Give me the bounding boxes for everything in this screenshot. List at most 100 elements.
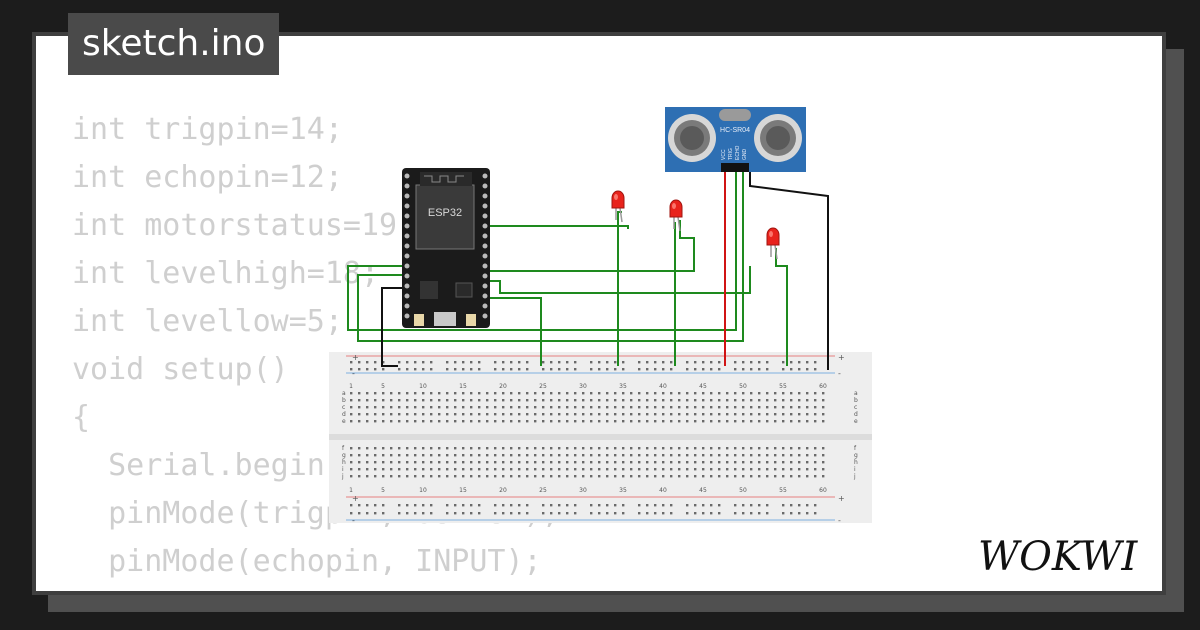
en-button	[466, 314, 476, 326]
rail-plus-label-bottom-left: +	[352, 494, 359, 503]
column-label: 30	[579, 487, 587, 494]
column-label: 20	[499, 487, 507, 494]
row-label: b	[342, 397, 346, 404]
code-line: int levelhigh=18;	[72, 256, 380, 291]
esp32-pin-right	[482, 213, 488, 219]
wire-esp-bb25	[483, 297, 542, 366]
row-label: j	[341, 473, 344, 480]
usb-chip	[455, 282, 473, 298]
esp32-pin-right	[482, 293, 488, 299]
code-line: int echopin=12;	[72, 160, 343, 195]
column-label: 40	[659, 487, 667, 494]
column-label: 25	[539, 487, 547, 494]
code-line: int motorstatus=19;	[72, 208, 416, 243]
sensor-header	[721, 163, 749, 172]
sensor-label: HC-SR04	[720, 127, 750, 134]
leds	[611, 190, 780, 260]
esp32-pin-left	[404, 193, 410, 199]
code-line: void setup()	[72, 352, 289, 387]
esp32-pin-left	[404, 293, 410, 299]
wire-echo	[357, 172, 744, 342]
esp32-pin-left	[404, 303, 410, 309]
esp32-pin-right	[482, 283, 488, 289]
esp32-pin-right	[482, 253, 488, 259]
rail-plus-label-bottom-right: +	[838, 494, 845, 503]
row-label: a	[342, 390, 346, 397]
column-label: 5	[381, 487, 385, 494]
row-label: g	[342, 452, 346, 459]
row-label: h	[854, 459, 858, 466]
esp32-pin-right	[482, 173, 488, 179]
rail-minus-label-bottom-right: -	[838, 516, 841, 525]
esp32-pin-left	[404, 253, 410, 259]
esp32-pin-left	[404, 223, 410, 229]
preview-card: int trigpin=14; int echopin=12; int motors…	[32, 32, 1166, 595]
column-label: 35	[619, 383, 627, 390]
esp32-board[interactable]: ESP32	[402, 168, 490, 328]
esp32-pins	[404, 173, 488, 319]
esp32-pin-right	[482, 313, 488, 319]
wire-gnd	[749, 172, 829, 370]
row-label: i	[342, 466, 344, 473]
column-label: 30	[579, 383, 587, 390]
column-label: 15	[459, 383, 467, 390]
led-2[interactable]	[669, 199, 683, 232]
wire-led1-bb	[617, 211, 622, 366]
column-label: 45	[699, 383, 707, 390]
esp32-pin-right	[482, 183, 488, 189]
column-label: 60	[819, 383, 827, 390]
sensor-pin-label: VCC	[721, 149, 727, 160]
column-label: 50	[739, 383, 747, 390]
rail-minus-label-top-left: -	[352, 369, 355, 378]
esp32-pin-right	[482, 193, 488, 199]
antenna-area	[420, 172, 472, 186]
esp32-pin-left	[404, 173, 410, 179]
boot-button	[414, 314, 424, 326]
row-label: b	[854, 397, 858, 404]
antenna-trace	[424, 175, 464, 183]
column-label: 15	[459, 487, 467, 494]
row-label: g	[854, 452, 858, 459]
column-label: 20	[499, 383, 507, 390]
column-label: 35	[619, 487, 627, 494]
column-label: 50	[739, 487, 747, 494]
column-label: 10	[419, 383, 427, 390]
file-tab[interactable]: sketch.ino	[68, 13, 280, 75]
usb-port	[434, 312, 456, 326]
rail-minus-label-bottom-left: -	[352, 516, 355, 525]
esp32-pin-left	[404, 273, 410, 279]
brand-wordmark: WOKWI	[978, 534, 1138, 580]
sensor-pin-label: ECHO	[735, 145, 741, 160]
row-label: d	[854, 411, 858, 418]
led-3[interactable]	[766, 227, 780, 260]
led-1[interactable]	[611, 190, 625, 223]
column-label: 55	[779, 487, 787, 494]
esp32-pin-right	[482, 223, 488, 229]
esp32-pin-left	[404, 313, 410, 319]
column-label: 1	[349, 383, 353, 390]
row-label: d	[342, 411, 346, 418]
code-line: int trigpin=14;	[72, 112, 343, 147]
esp32-pin-left	[404, 213, 410, 219]
esp32-pin-left	[404, 183, 410, 189]
esp32-pin-left	[404, 233, 410, 239]
esp32-pin-left	[404, 263, 410, 269]
breadboard-center-channel	[329, 434, 872, 440]
wire-esp-led1	[483, 225, 629, 229]
crystal	[719, 109, 751, 121]
sensor-pin-label: GND	[742, 149, 748, 161]
breadboard-holes	[350, 361, 825, 515]
column-label: 55	[779, 383, 787, 390]
wire-trig	[347, 172, 737, 331]
row-label: a	[854, 390, 858, 397]
row-label: f	[342, 445, 345, 452]
regulator-chip	[420, 281, 438, 299]
esp32-pin-right	[482, 303, 488, 309]
code-line: pinMode(echopin, INPUT);	[72, 544, 542, 579]
esp32-pin-left	[404, 283, 410, 289]
esp32-pin-right	[482, 203, 488, 209]
